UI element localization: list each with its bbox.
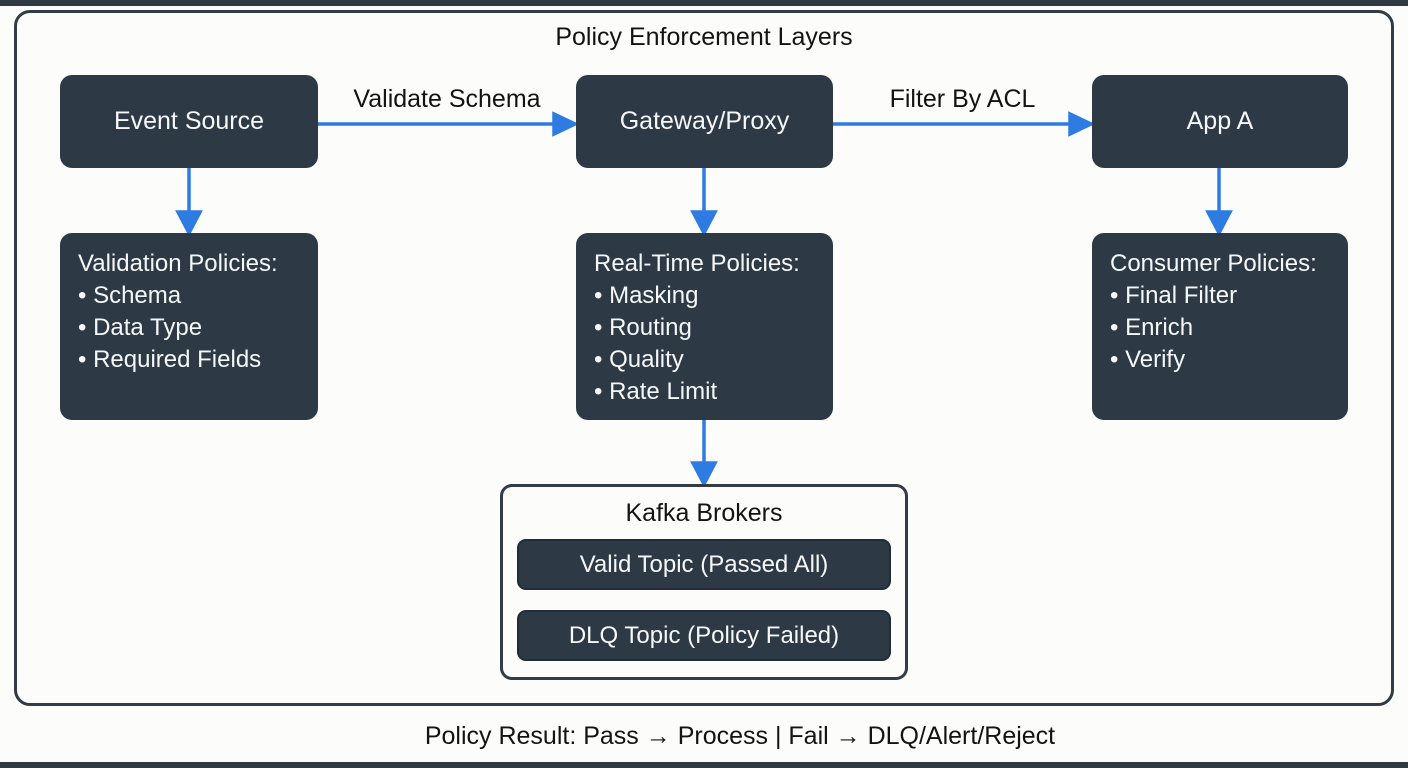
realtime-policy-item: Rate Limit [594,376,823,408]
kafka-valid-topic: Valid Topic (Passed All) [517,539,891,590]
node-realtime-policies: Real-Time Policies: Masking Routing Qual… [576,233,833,420]
validation-policy-item: Data Type [78,312,308,344]
edge-label-filter-by-acl: Filter By ACL [889,85,1036,113]
kafka-brokers-container: Kafka Brokers Valid Topic (Passed All) D… [500,484,908,680]
kafka-dlq-topic-label: DLQ Topic (Policy Failed) [568,621,840,649]
node-validation-policies: Validation Policies: Schema Data Type Re… [60,233,318,420]
kafka-dlq-topic: DLQ Topic (Policy Failed) [517,610,891,661]
node-gateway-proxy-label: Gateway/Proxy [619,107,790,135]
realtime-policy-item: Routing [594,312,823,344]
consumer-policy-item: Final Filter [1110,280,1338,312]
validation-policies-heading: Validation Policies: [78,250,278,277]
kafka-valid-topic-label: Valid Topic (Passed All) [579,550,829,578]
diagram-title: Policy Enforcement Layers [555,23,853,51]
node-event-source-label: Event Source [113,107,265,135]
realtime-policies-heading: Real-Time Policies: [594,250,800,277]
node-event-source: Event Source [60,75,318,168]
policy-result-caption: Policy Result: Pass → Process | Fail → D… [424,722,1056,750]
bottom-crop-strip [0,762,1408,768]
node-gateway-proxy: Gateway/Proxy [576,75,833,168]
realtime-policy-item: Masking [594,280,823,312]
kafka-brokers-heading: Kafka Brokers [625,499,783,527]
validation-policy-item: Schema [78,280,308,312]
consumer-policy-item: Enrich [1110,312,1338,344]
edge-label-validate-schema: Validate Schema [353,85,541,113]
policy-enforcement-frame [14,10,1394,706]
realtime-policy-item: Quality [594,344,823,376]
node-app-a: App A [1092,75,1348,168]
validation-policy-item: Required Fields [78,344,308,376]
consumer-policy-item: Verify [1110,344,1338,376]
top-crop-strip [0,0,1408,6]
consumer-policies-heading: Consumer Policies: [1110,250,1317,277]
node-consumer-policies: Consumer Policies: Final Filter Enrich V… [1092,233,1348,420]
node-app-a-label: App A [1186,107,1254,135]
